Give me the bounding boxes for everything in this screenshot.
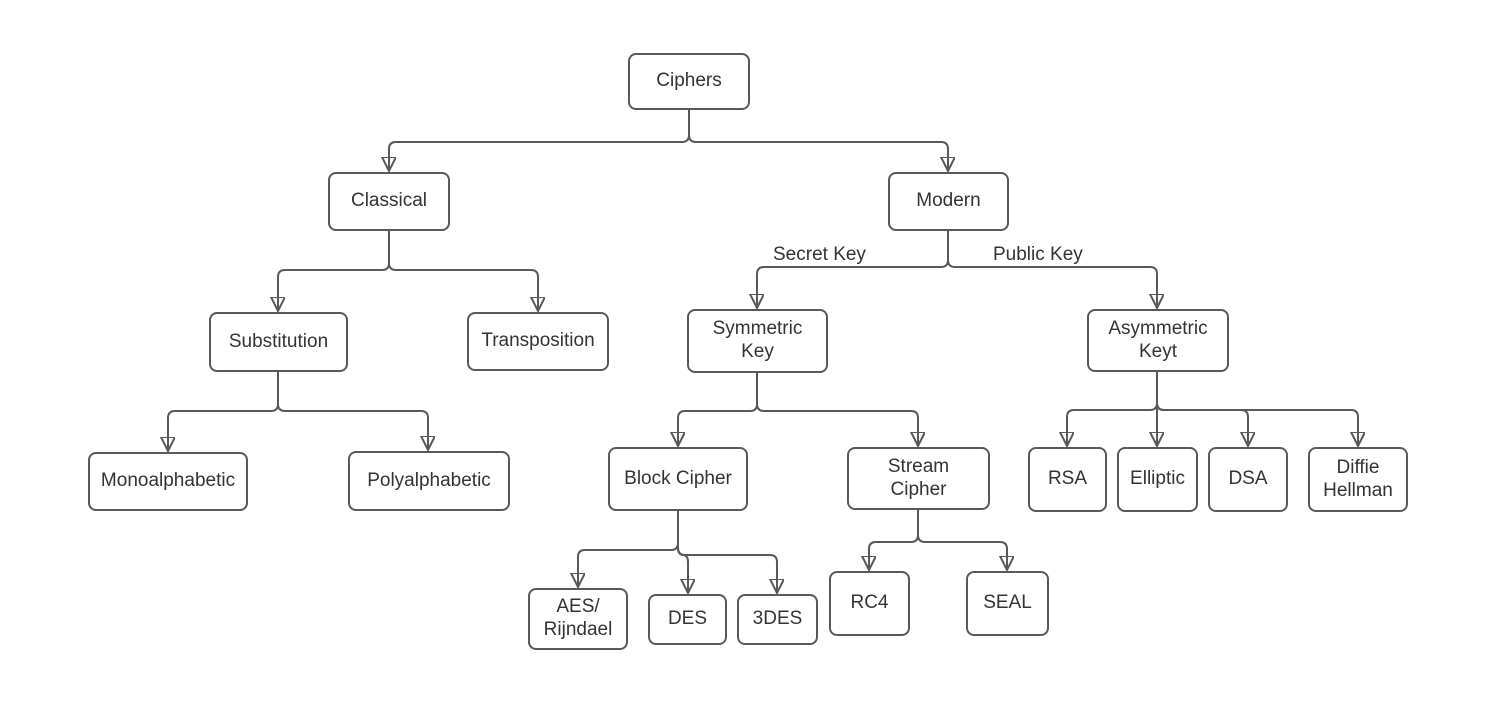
node-polyalphabetic: Polyalphabetic (348, 451, 510, 511)
edge-symmetric-stream-cipher (756, 373, 918, 446)
node-aes-rijndael: AES/ Rijndael (528, 588, 628, 650)
node-label: Diffie Hellman (1323, 456, 1393, 501)
node-block-cipher: Block Cipher (608, 447, 748, 511)
edge-ciphers-classical (389, 110, 690, 171)
node-stream-cipher: Stream Cipher (847, 447, 990, 510)
node-label: Asymmetric Keyt (1108, 317, 1208, 362)
node-elliptic: Elliptic (1117, 447, 1198, 512)
node-rsa: RSA (1028, 447, 1107, 512)
edge-ciphers-modern (688, 110, 948, 171)
node-des: DES (648, 594, 727, 645)
edge-stream-seal (917, 510, 1007, 570)
node-seal: SEAL (966, 571, 1049, 636)
node-label: Symmetric Key (712, 318, 803, 362)
edge-stream-rc4 (869, 510, 919, 570)
node-transposition: Transposition (467, 312, 609, 371)
node-symmetric-key: Symmetric Key (687, 309, 828, 373)
node-3des: 3DES (737, 594, 818, 645)
edge-classical-substitution (278, 231, 390, 311)
edge-asymmetric-diffie-hellman (1156, 372, 1358, 446)
node-label: Modern (916, 190, 981, 212)
node-label: Elliptic (1130, 468, 1185, 490)
edge-label-public-key: Public Key (993, 244, 1083, 265)
node-label: Substitution (228, 330, 329, 352)
node-label: RC4 (850, 592, 889, 614)
node-substitution: Substitution (209, 312, 348, 372)
node-label: Block Cipher (624, 467, 732, 489)
node-label: Transposition (481, 330, 595, 352)
edge-block-3des (677, 511, 777, 593)
node-monoalphabetic: Monoalphabetic (88, 452, 248, 511)
node-label: DSA (1228, 468, 1268, 490)
node-label: Ciphers (656, 70, 722, 92)
node-ciphers: Ciphers (628, 53, 750, 110)
node-label: Stream Cipher (887, 455, 950, 500)
node-label: Monoalphabetic (100, 470, 236, 492)
node-rc4: RC4 (829, 571, 910, 636)
node-label: 3DES (752, 608, 803, 630)
node-label: AES/ Rijndael (543, 596, 613, 640)
node-label: RSA (1047, 468, 1088, 490)
edge-block-aes-rijndael (578, 511, 679, 587)
node-modern: Modern (888, 172, 1009, 231)
node-label: Polyalphabetic (367, 469, 491, 491)
edge-substitution-polyalphabetic (277, 372, 428, 450)
node-label: Classical (350, 190, 428, 212)
node-asymmetric-keyt: Asymmetric Keyt (1087, 309, 1229, 372)
node-diffie-hellman: Diffie Hellman (1308, 447, 1408, 512)
edge-modern-symmetric-key (757, 231, 949, 308)
node-classical: Classical (328, 172, 450, 231)
edge-substitution-monoalphabetic (168, 372, 279, 451)
edge-classical-transposition (388, 231, 538, 311)
edge-label-secret-key: Secret Key (773, 244, 866, 265)
node-label: DES (667, 608, 708, 630)
edge-symmetric-block-cipher (678, 373, 758, 446)
node-dsa: DSA (1208, 447, 1288, 512)
edge-asymmetric-rsa (1067, 372, 1158, 446)
edge-modern-asymmetric-keyt (947, 231, 1157, 308)
node-label: SEAL (983, 592, 1032, 614)
